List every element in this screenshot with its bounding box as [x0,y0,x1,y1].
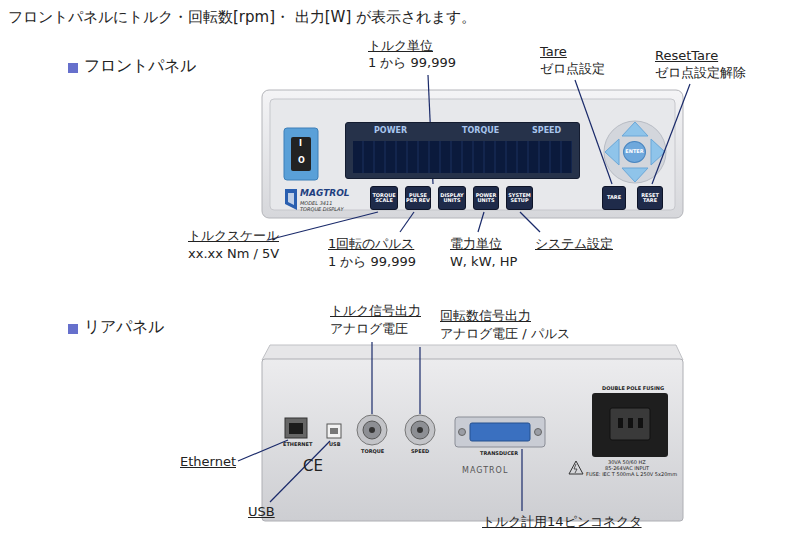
panel-button: SYSTEM SETUP [506,186,533,210]
button-text: SYSTEM SETUP [507,193,532,204]
fuse-note: DOUBLE POLE FUSING [602,385,664,391]
leader-line [521,449,522,511]
page-title: フロントパネルにトルク・回転数[rpm]・ 出力[W] が表示されます。 [8,8,476,27]
button-text: TARE [607,195,621,201]
button-text: DISPLAY UNITS [439,193,465,204]
leader-line [268,212,378,240]
port-name: TORQUE [361,448,384,454]
section-bullet [68,63,78,73]
callout-title: Tare [540,44,567,60]
section-heading: リアパネル [84,317,164,336]
port-name: USB [329,441,340,447]
button-text: ENTER [625,149,643,155]
leader-line [371,342,372,414]
brand-logo: MAGTROL [300,188,350,199]
port-name: SPEED [411,448,429,454]
model-text: TORQUE DISPLAY [300,206,344,212]
section-bullet [68,324,78,334]
callout-title: システム設定 [535,236,613,252]
port-name: ETHERNET [283,441,312,447]
brand-logo: MAGTROL [462,466,508,476]
display-heading: SPEED [532,126,561,135]
leader-line [238,440,288,461]
panel-button: POWER UNITS [473,186,499,210]
leader-line [419,347,420,414]
leader-line [270,441,330,502]
switch-mark: O [298,156,305,166]
ce-mark: CE [303,457,323,475]
callout-note: xx.xx Nm / 5V [188,246,279,262]
callout-title: 回転数信号出力 [440,308,531,324]
callout-title: ResetTare [655,48,718,64]
section-heading: フロントパネル [84,56,196,75]
callout-note: 1 から 99,999 [328,254,416,270]
callout-title: トルク信号出力 [330,303,421,319]
button-text: TORQUE SCALE [371,193,397,204]
callout-note: アナログ電圧 [330,321,408,337]
panel-button: TARE [602,186,626,210]
display-heading: POWER [374,126,407,135]
fuse-note: 85-264VAC INPUT [605,465,649,471]
port-name: TRANSDUCER [480,450,518,456]
callout-title: Ethernet [180,454,236,470]
callout-title: 1回転のパルス [328,236,414,252]
switch-mark: I [299,139,302,149]
display-heading: TORQUE [462,126,499,135]
display-screen [353,141,572,173]
callout-title: トルク単位 [368,38,433,54]
panel-button: RESET TARE [637,186,663,210]
button-text: POWER UNITS [474,193,498,204]
front-panel [262,90,683,218]
button-text: RESET TARE [638,193,662,204]
leader-line [520,212,540,232]
leader-line [400,212,414,232]
leader-line [652,84,690,184]
enter-button: ENTER [623,141,646,163]
panel-button: PULSE PER REV [405,186,431,210]
callout-title: 電力単位 [450,236,502,252]
callout-note: 1 から 99,999 [368,55,456,71]
callout-note: ゼロ点設定解除 [655,65,746,81]
panel-button: DISPLAY UNITS [438,186,466,210]
callout-title: USB [248,504,275,520]
callout-title: トルク計用14ピンコネクタ [482,514,642,530]
button-text: PULSE PER REV [406,193,430,204]
callout-note: W, kW, HP [450,254,517,270]
callout-title: トルクスケール [188,228,279,244]
fuse-note: 30VA 50/60 HZ [608,459,646,465]
leader-line [478,212,484,232]
model-text: MODEL 3411 [300,200,332,206]
leader-line [575,80,612,184]
callout-note: アナログ電圧 / パルス [440,326,570,342]
panel-button: TORQUE SCALE [370,186,398,210]
callout-note: ゼロ点設定 [540,61,605,77]
rear-panel [262,345,683,521]
display-window: POWER TORQUE SPEED [345,122,580,179]
fuse-note: FUSE: IEC T 500mA L 250V 5x20mm [586,471,677,477]
